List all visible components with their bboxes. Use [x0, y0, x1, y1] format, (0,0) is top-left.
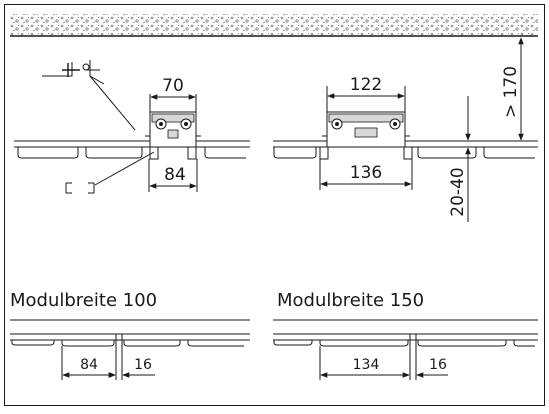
bottom-right-module: Modulbreite 150 134 16 — [273, 290, 538, 380]
clip-detail-icon — [42, 60, 136, 131]
top-right-detail: 122 136 20-40 > 170 — [273, 37, 538, 222]
dim-panel-84: 84 — [80, 357, 98, 373]
dim-bottom-left-84: 84 — [164, 165, 186, 185]
caption-modulbreite-150: Modulbreite 150 — [277, 290, 424, 311]
ceiling-concrete — [10, 14, 538, 37]
bottom-left-module: Modulbreite 100 84 16 — [10, 290, 250, 380]
dim-vertical-20-40: 20-40 — [448, 167, 468, 216]
caption-modulbreite-100: Modulbreite 100 — [10, 290, 157, 311]
dim-top-right-122: 122 — [350, 75, 382, 95]
luminaire-housing-right — [319, 111, 413, 160]
luminaire-housing-left — [145, 111, 201, 160]
top-left-detail: 70 84 — [14, 60, 250, 194]
dim-gap-16-left: 16 — [134, 357, 152, 373]
dim-top-left-70: 70 — [162, 76, 184, 96]
outer-frame — [4, 4, 545, 406]
dim-vertical-170: > 170 — [501, 66, 521, 118]
dim-bottom-right-136: 136 — [350, 163, 382, 183]
dim-panel-134: 134 — [353, 357, 380, 373]
bracket-detail-icon — [65, 151, 155, 194]
dim-gap-16-right: 16 — [429, 357, 447, 373]
